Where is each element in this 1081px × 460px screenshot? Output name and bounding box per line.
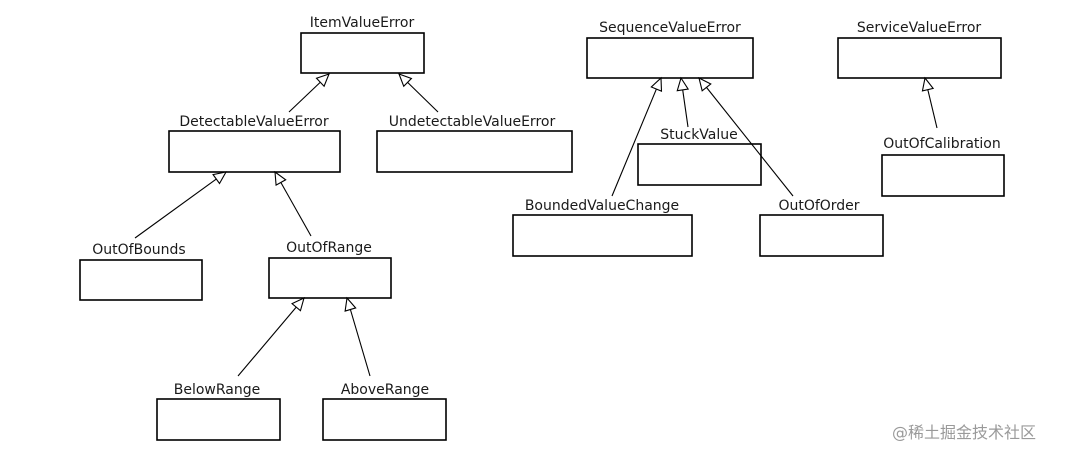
class-label: OutOfRange [286,240,372,256]
generalization-arrowhead [398,73,413,88]
class-label: ServiceValueError [857,20,982,36]
watermark: @稀土掘金技术社区 [892,423,1037,442]
class-label: AboveRange [341,382,429,398]
generalization-arrowhead [291,296,305,312]
generalization-arrowhead [921,76,935,92]
generalization-arrowhead [212,171,228,185]
class-label: ItemValueError [310,15,415,31]
edge-line [288,81,321,113]
generalization-arrowhead [650,76,663,93]
class-label: BoundedValueChange [525,198,679,214]
edge-line [706,87,794,197]
class-sequence-value-error: SequenceValueError [586,20,754,79]
generalization-arrowhead [698,76,712,92]
edge-line [927,89,938,129]
class-out-of-order: OutOfOrder [759,198,884,257]
class-out-of-range: OutOfRange [268,240,392,299]
edge-detectable-to-item [288,73,330,113]
edge-undetectable-to-item [398,73,439,113]
class-box [322,398,447,441]
edge-outofcalibration-to-service [921,76,938,129]
edge-line [280,182,312,237]
class-box [300,32,425,74]
class-bounded-value-change: BoundedValueChange [512,198,693,257]
class-label: OutOfOrder [778,198,859,214]
class-box [881,154,1005,197]
class-out-of-calibration: OutOfCalibration [881,136,1005,197]
class-box [268,257,392,299]
class-label: BelowRange [174,382,261,398]
class-label: UndetectableValueError [389,114,556,130]
class-box [79,259,203,301]
class-box [512,214,693,257]
class-below-range: BelowRange [156,382,281,441]
class-box [376,130,573,173]
class-label: OutOfBounds [92,242,185,258]
edge-outofbounds-to-detectable [134,171,228,239]
edge-stuckvalue-to-sequence [676,76,690,128]
class-label: OutOfCalibration [883,136,1001,152]
edge-line [682,89,689,128]
edge-belowrange-to-outofrange [237,296,305,377]
class-box [586,37,754,79]
generalization-arrowhead [315,73,330,88]
inheritance-edges [134,73,938,377]
edge-aboverange-to-outofrange [344,296,371,377]
class-box [759,214,884,257]
edge-line [611,88,657,197]
edge-outofrange-to-detectable [274,170,312,237]
edge-line [349,309,371,377]
class-above-range: AboveRange [322,382,447,441]
class-service-value-error: ServiceValueError [837,20,1002,79]
class-box [156,398,281,441]
class-label: StuckValue [660,127,738,143]
edge-line [134,178,217,239]
class-box [837,37,1002,79]
class-label: SequenceValueError [599,20,741,36]
class-detectable-value-error: DetectableValueError [168,114,341,173]
class-box [637,143,762,186]
generalization-arrowhead [676,76,690,92]
edge-outoforder-to-sequence [698,76,794,197]
class-out-of-bounds: OutOfBounds [79,242,203,301]
class-label: DetectableValueError [179,114,328,130]
generalization-arrowhead [344,296,357,312]
class-item-value-error: ItemValueError [300,15,425,74]
edge-line [237,306,297,377]
class-undetectable-value-error: UndetectableValueError [376,114,573,173]
generalization-arrowhead [274,170,287,187]
edge-line [407,81,439,113]
edge-boundedvaluechange-to-sequence [611,76,663,197]
class-box [168,130,341,173]
class-stuck-value: StuckValue [637,127,762,186]
